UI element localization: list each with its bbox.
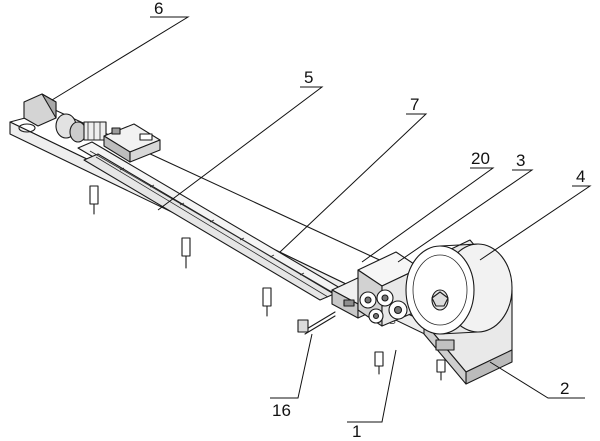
feed-roller xyxy=(359,291,377,309)
callout-7: 7 xyxy=(410,95,419,114)
wire-spool xyxy=(405,243,513,335)
leg xyxy=(436,359,446,381)
leg xyxy=(181,237,191,269)
feed-roller xyxy=(388,300,408,320)
leg xyxy=(89,185,99,215)
leg xyxy=(262,287,272,317)
callout-1: 1 xyxy=(352,422,361,441)
linear-guide-rail xyxy=(77,141,341,301)
support-legs xyxy=(89,185,446,381)
roller-feed-block xyxy=(357,251,421,327)
callout-2: 2 xyxy=(560,379,569,398)
callout-3: 3 xyxy=(516,151,525,170)
callout-20: 20 xyxy=(471,149,490,168)
feed-roller xyxy=(368,308,384,324)
leg xyxy=(374,351,384,375)
output-nozzle xyxy=(297,311,336,335)
callout-4: 4 xyxy=(576,167,585,186)
leader-lines xyxy=(51,16,592,423)
callout-5: 5 xyxy=(304,68,313,87)
feed-roller xyxy=(376,289,394,307)
callout-labels: 6 5 7 20 3 4 2 16 1 xyxy=(154,0,585,441)
callout-16: 16 xyxy=(272,401,291,420)
rail-ticks xyxy=(119,167,305,276)
drive-motor-assembly xyxy=(23,93,161,163)
callout-6: 6 xyxy=(154,0,163,18)
